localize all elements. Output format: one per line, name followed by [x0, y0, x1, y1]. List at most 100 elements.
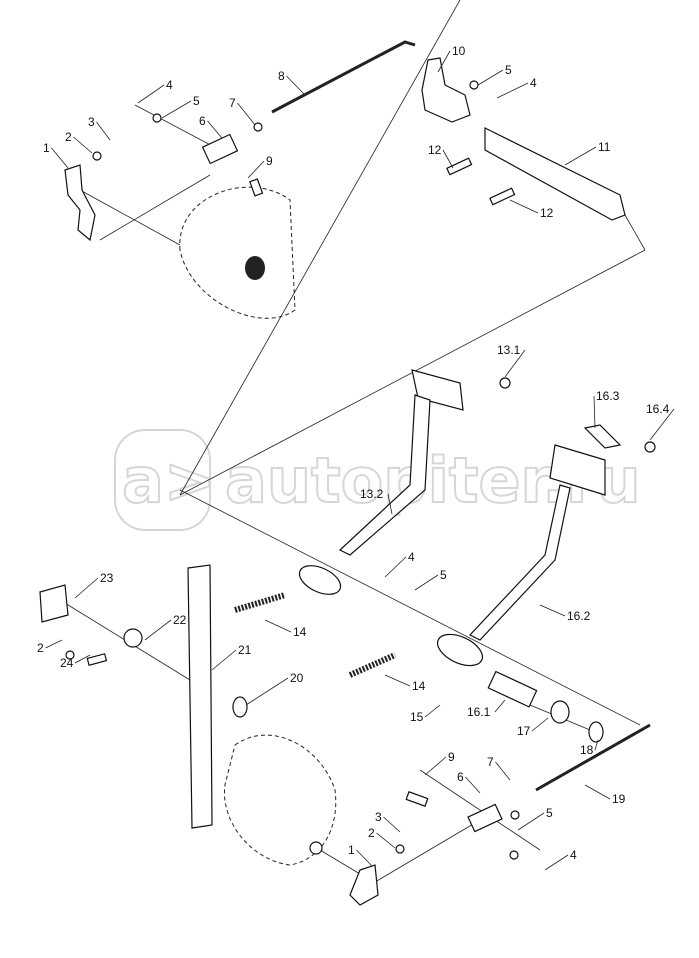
callout-leader	[207, 120, 223, 139]
callout-label: 11	[598, 140, 611, 154]
callout-leader	[264, 619, 292, 633]
callout-label: 22	[173, 613, 187, 627]
callout-leader	[376, 832, 396, 849]
callout-leader	[593, 395, 596, 429]
callout-leader	[144, 619, 172, 641]
circlip-18	[588, 721, 604, 743]
watermark-logo	[114, 429, 211, 531]
callout-leader	[73, 136, 93, 154]
bushing-16-1	[487, 670, 538, 708]
callout-leader	[387, 493, 393, 515]
callout-label: 16.2	[567, 609, 591, 623]
pin-9-lower	[405, 791, 429, 807]
callout-leader	[517, 812, 545, 831]
callout-leader	[465, 776, 481, 794]
callout-label: 2	[65, 130, 72, 144]
washer-5-upper	[152, 113, 162, 123]
callout-label: 7	[229, 96, 236, 110]
callout-label: 9	[448, 750, 455, 764]
callout-leader	[383, 816, 401, 833]
pin-12b	[489, 187, 516, 206]
callout-leader	[424, 704, 441, 718]
callout-label: 16.1	[467, 705, 491, 719]
callout-label: 14	[412, 679, 426, 693]
callout-leader	[414, 574, 439, 591]
callout-leader	[137, 84, 165, 104]
lever-1-lower	[349, 864, 379, 906]
callout-leader	[237, 102, 256, 126]
pedal-arm-16-2	[469, 484, 571, 641]
spring-14a	[234, 592, 286, 613]
callout-label: 2	[368, 826, 375, 840]
spring-14b	[348, 652, 397, 678]
callout-label: 4	[570, 848, 577, 862]
callout-label: 15	[410, 710, 424, 724]
circlip-20	[232, 696, 248, 718]
nut-7-upper	[253, 122, 263, 132]
brake-housing-upper	[179, 186, 296, 319]
callout-leader	[356, 849, 373, 867]
pedal-hub-16	[436, 633, 484, 667]
nut-2-lower	[395, 844, 405, 854]
callout-label: 5	[440, 568, 447, 582]
nut-2-upper	[92, 151, 102, 161]
shaft-end-lower	[309, 841, 323, 855]
callout-label: 4	[166, 78, 173, 92]
clevis-6-upper	[201, 133, 239, 165]
callout-leader	[496, 82, 529, 99]
callout-leader	[544, 854, 569, 871]
callout-label: 5	[505, 63, 512, 77]
callout-label: 6	[457, 770, 464, 784]
callout-label: 8	[278, 69, 285, 83]
callout-leader	[649, 408, 675, 441]
washer-5-lower	[509, 850, 519, 860]
brake-housing-lower	[223, 734, 337, 866]
callout-leader	[247, 160, 265, 179]
callout-leader	[51, 147, 69, 169]
callout-leader	[74, 577, 99, 599]
parking-brake-assembly	[39, 564, 248, 829]
clevis-6-lower	[467, 803, 503, 833]
callout-leader	[509, 199, 539, 214]
callout-leader	[96, 121, 111, 141]
callout-leader	[594, 739, 599, 751]
lever-10	[421, 57, 471, 123]
callout-leader	[45, 639, 63, 649]
callout-label: 19	[612, 792, 626, 806]
callout-leader	[161, 100, 192, 119]
shaft-11	[484, 127, 626, 221]
callout-leader	[286, 75, 306, 96]
callout-leader	[74, 654, 91, 664]
callout-label: 17	[517, 724, 531, 738]
callout-label: 20	[290, 671, 304, 685]
shaft-seal	[245, 256, 265, 280]
callout-label: 5	[193, 94, 200, 108]
callout-leader	[495, 761, 511, 781]
callout-label: 3	[88, 115, 95, 129]
callout-label: 4	[408, 550, 415, 564]
nut-7-lower	[510, 810, 520, 820]
callout-label: 23	[100, 571, 114, 585]
ratchet-bar-21	[187, 564, 213, 829]
callout-leader	[539, 604, 566, 617]
callout-leader	[477, 69, 504, 86]
callout-label: 9	[266, 154, 273, 168]
lever-1-upper	[64, 164, 96, 242]
callout-leader	[531, 717, 549, 732]
upper-assembly	[64, 40, 626, 319]
watermark-logo-text: a>	[122, 444, 216, 517]
callout-leader	[442, 149, 454, 169]
callout-leader	[494, 699, 506, 713]
callout-label: 12	[428, 143, 442, 157]
pedal-arm-13-2	[338, 394, 431, 556]
callout-leader	[437, 50, 451, 73]
pedal-pad-16	[549, 444, 606, 496]
washer-5-right	[469, 80, 479, 90]
rod-8	[271, 40, 416, 114]
callout-label: 2	[37, 641, 44, 655]
callout-label: 13.2	[360, 487, 384, 501]
callout-label: 18	[580, 743, 594, 757]
pin-12a	[446, 157, 473, 176]
